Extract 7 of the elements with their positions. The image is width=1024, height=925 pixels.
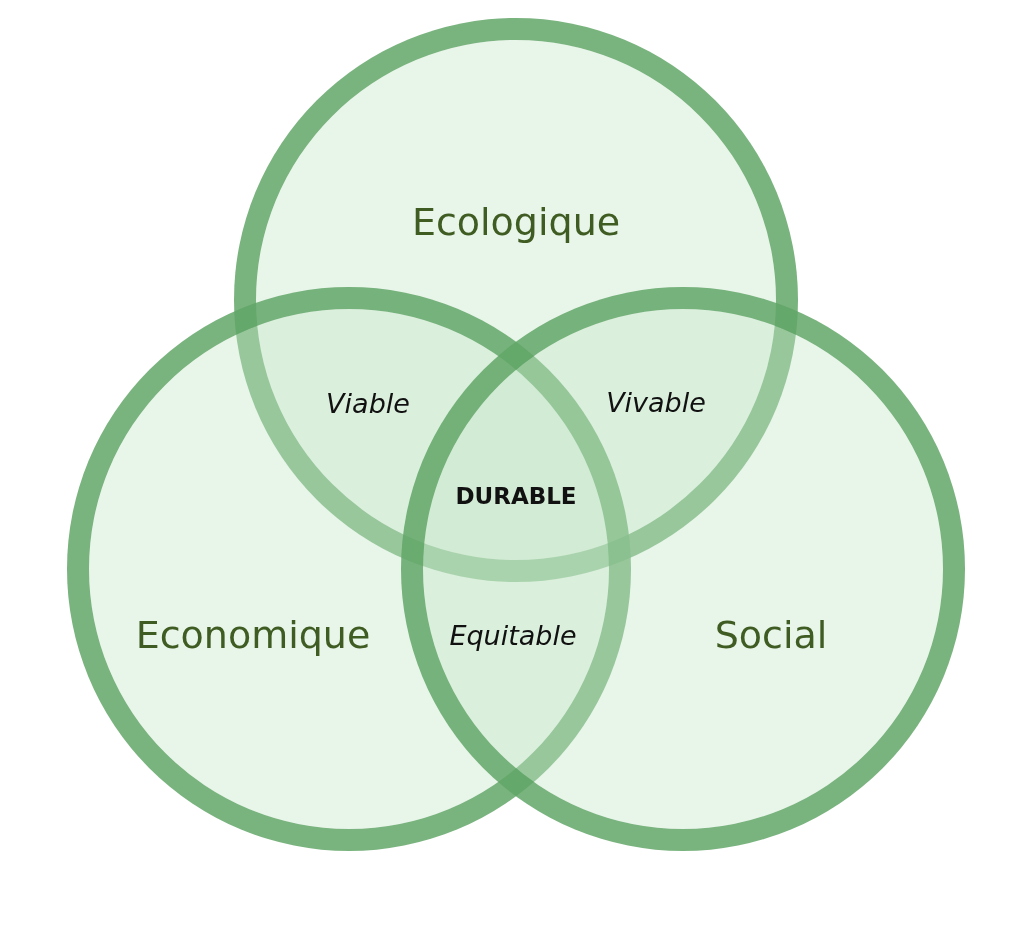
circle-title: Ecologique bbox=[411, 200, 621, 244]
overlap-label: DURABLE bbox=[455, 483, 577, 509]
overlap-label: Viable bbox=[326, 387, 410, 419]
circle-title: Social bbox=[714, 613, 828, 657]
overlap-label: Vivable bbox=[606, 386, 706, 418]
circle-title: Economique bbox=[135, 613, 371, 657]
overlap-label: Equitable bbox=[449, 619, 577, 651]
